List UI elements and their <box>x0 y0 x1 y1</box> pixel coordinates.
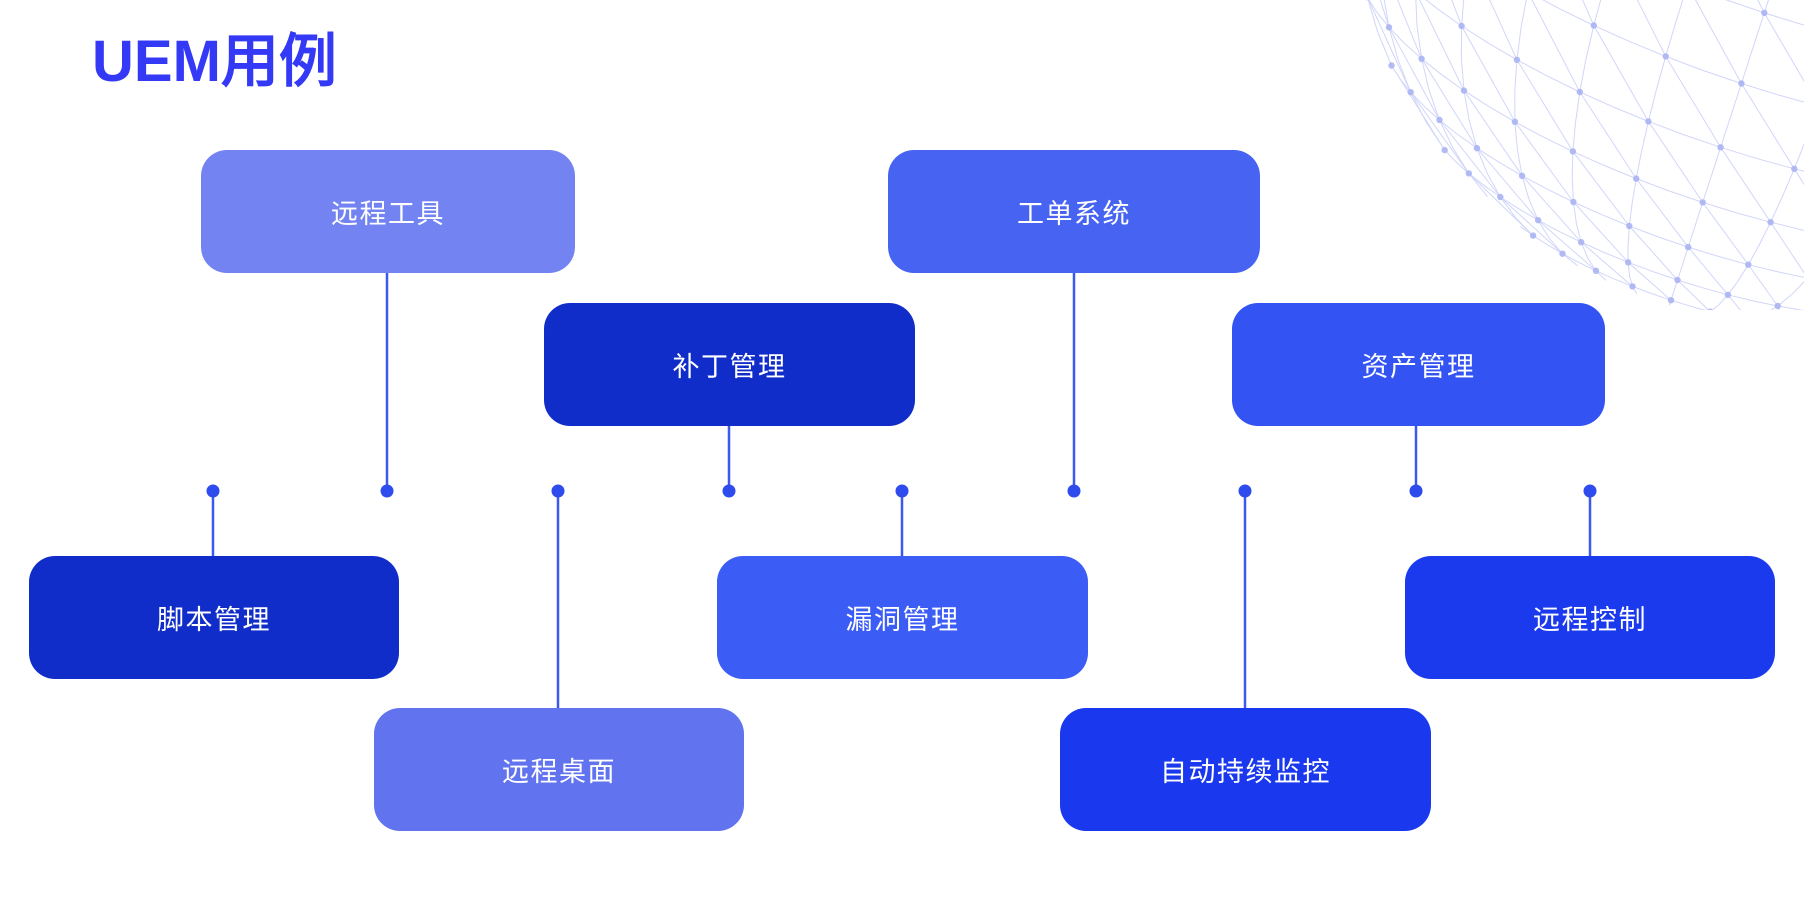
timeline-dot <box>1583 484 1597 498</box>
node-label: 工单系统 <box>1017 199 1131 229</box>
timeline-dot <box>551 484 565 498</box>
node-continuous-monitoring: 自动持续监控 <box>1060 708 1431 831</box>
node-patch-management: 补丁管理 <box>544 303 915 426</box>
node-label: 远程控制 <box>1533 605 1647 635</box>
timeline-dot <box>206 484 220 498</box>
node-script-management: 脚本管理 <box>29 556 399 679</box>
timeline-dot <box>1409 484 1423 498</box>
page-title: UEM用例 <box>92 29 337 94</box>
timeline-dot <box>380 484 394 498</box>
timeline-dot <box>722 484 736 498</box>
node-vulnerability-management: 漏洞管理 <box>717 556 1088 679</box>
node-label: 脚本管理 <box>157 605 271 635</box>
node-remote-control: 远程控制 <box>1405 556 1775 679</box>
node-label: 远程桌面 <box>502 757 616 787</box>
timeline-dot <box>1238 484 1252 498</box>
node-label: 漏洞管理 <box>845 605 960 635</box>
timeline-dot <box>895 484 909 498</box>
node-label: 远程工具 <box>331 199 445 229</box>
node-remote-tools: 远程工具 <box>201 150 575 273</box>
node-remote-desktop: 远程桌面 <box>374 708 744 831</box>
node-label: 补丁管理 <box>672 352 787 382</box>
node-label: 资产管理 <box>1361 352 1476 382</box>
timeline-dot <box>1067 484 1081 498</box>
node-ticket-system: 工单系统 <box>888 150 1260 273</box>
node-asset-management: 资产管理 <box>1232 303 1605 426</box>
node-label: 自动持续监控 <box>1160 757 1331 787</box>
